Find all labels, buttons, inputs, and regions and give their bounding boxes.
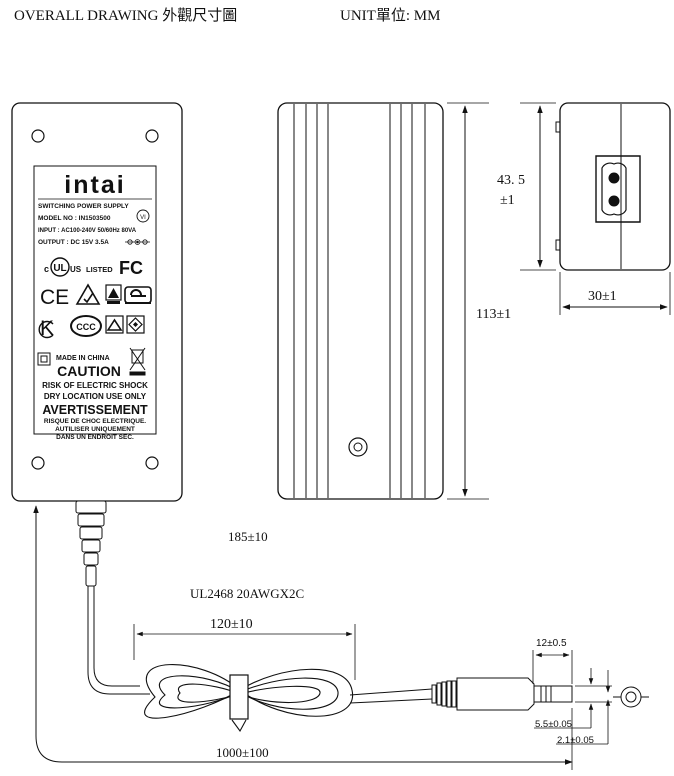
height-text: 43. 5 [497,173,525,188]
plug-id-text: 2.1±0.05 [557,735,594,746]
rcm-triangle-icon [75,283,101,305]
pse-warning-icon [105,315,124,334]
ul-mark-icon [50,257,70,277]
ul-us-text: US [70,265,82,274]
made-in-china-text: MADE IN CHINA [56,355,110,362]
nom-mark-icon [124,286,152,304]
unit-label: UNIT單位: MM [340,8,441,24]
dimension-plug-id [556,670,611,745]
cable-spec-text: UL2468 20AWGX2C [190,586,304,601]
weee-bin-icon [129,347,146,376]
fcc-mark: FC [119,258,143,278]
warning-line-2: DRY LOCATION USE ONLY [44,392,147,401]
screw-hole-icon [31,456,45,470]
ccc-mark-icon: CCC [70,315,102,337]
label-line-3: INPUT : AC100-240V 50/60Hz 80VA [38,228,137,234]
label-line-1: SWITCHING POWER SUPPLY [38,203,129,210]
dimension-plug-length [532,650,573,684]
kc-c-icon [38,320,54,339]
french-line-2: AUTILISER UNIQUEMENT [55,426,135,433]
adapter-end-view [555,102,671,271]
rating-label: intai SWITCHING POWER SUPPLY MODEL NO : … [33,165,157,441]
plug-od-text: 5.5±0.05 [535,719,572,730]
coil-length-text: 120±10 [210,617,253,632]
drawing-title: OVERALL DRAWING 外觀尺寸圖 [14,8,238,24]
caution-text: CAUTION [57,363,121,379]
screw-hole-icon [145,456,159,470]
adapter-side-view [277,102,444,500]
dc-plug-end-icon [613,686,649,708]
dc-cable-length-text: 1000±100 [216,745,269,760]
cable-tie [229,674,249,720]
dimension-dc-cable [33,505,573,770]
double-insulation-icon [37,352,51,366]
avertissement-text: AVERTISSEMENT [42,403,148,417]
adapter-front-view: intai SWITCHING POWER SUPPLY MODEL NO : … [11,102,183,502]
strain-relief [75,500,107,587]
dimension-coil [133,624,356,680]
pse-mark-icon [105,284,122,304]
dimension-length: 113±1 [447,102,511,500]
polarity-icon [125,239,150,245]
french-line-3: DANS UN ENDROIT SEC. [56,434,134,441]
height-tolerance: ±1 [500,193,515,208]
warning-line-1: RISK OF ELECTRIC SHOCK [42,381,148,390]
dc-plug [431,677,573,711]
french-line-1: RISQUE DE CHOC ELECTRIQUE. [44,418,146,425]
side-screw-icon [348,437,368,457]
ul-mark-text: UL [53,263,66,274]
cable-coil [144,664,353,733]
ul-listed-text: LISTED [86,265,113,274]
dimension-height: 43. 5 ±1 [497,102,556,271]
ccc-text: CCC [76,322,96,332]
efficiency-vi-text: VI [140,215,146,221]
diamond-pse-icon [126,315,145,334]
cable-total-length: 185±10 [228,529,268,544]
screw-hole-icon [145,129,159,143]
length-text: 113±1 [476,307,511,322]
label-line-2: MODEL NO : IN1503500 [38,215,111,222]
efficiency-vi-icon [136,209,150,223]
plug-length-text: 12±0.5 [536,638,567,649]
label-line-4: OUTPUT : DC 15V 3.5A [38,239,109,246]
ce-mark: CE [40,286,69,309]
inlet-pin-icon [608,172,620,184]
dc-cable [87,586,150,695]
ul-c-text: c [44,264,49,274]
dimension-depth: 30±1 [559,272,671,315]
depth-text: 30±1 [588,289,617,304]
screw-hole-icon [31,129,45,143]
brand-logo: intai [64,171,125,199]
inlet-pin-icon [608,195,620,207]
